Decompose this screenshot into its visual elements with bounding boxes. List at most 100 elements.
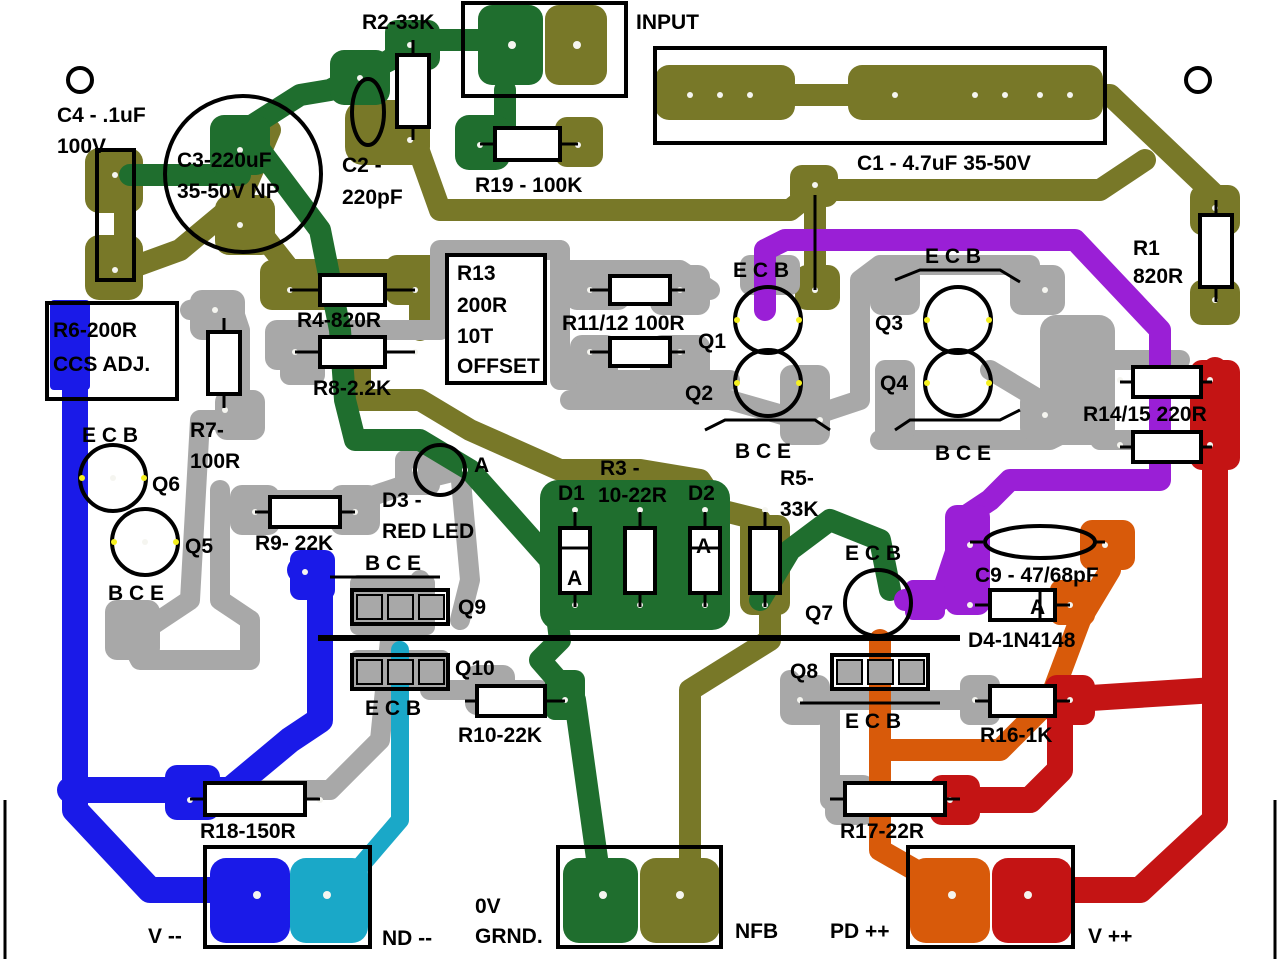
r19-resistor xyxy=(493,126,562,162)
label-r7-value: 100R xyxy=(190,450,240,473)
label-r6-value: R6-200R xyxy=(53,319,137,342)
label-d4-anode: A xyxy=(1030,596,1045,619)
label-r4: R4-820R xyxy=(297,309,381,332)
label-r19: R19 - 100K xyxy=(475,174,582,197)
label-r10: R10-22K xyxy=(458,724,542,747)
label-q9-pins: B C E xyxy=(365,552,421,575)
r16-resistor xyxy=(988,684,1057,718)
component-outlines xyxy=(45,1,1234,949)
label-q6: Q6 xyxy=(152,473,180,496)
label-q7: Q7 xyxy=(805,602,833,625)
lead-lines xyxy=(190,40,1218,801)
r17-resistor xyxy=(843,781,947,817)
pads-cyan xyxy=(290,858,368,943)
label-r17: R17-22R xyxy=(840,820,924,843)
r14-resistor xyxy=(1131,365,1203,399)
label-r18: R18-150R xyxy=(200,820,296,843)
label-q3-pins: E C B xyxy=(925,245,981,268)
label-q5-pins: B C E xyxy=(108,582,164,605)
label-q3: Q3 xyxy=(875,312,903,335)
label-q1: Q1 xyxy=(698,330,726,353)
label-c1: C1 - 4.7uF 35-50V xyxy=(857,152,1031,175)
r6-trimmer xyxy=(45,301,179,401)
label-d3-name: D3 - xyxy=(382,489,422,512)
label-r3-value: 10-22R xyxy=(598,484,667,507)
label-q2: Q2 xyxy=(685,382,713,405)
label-r9: R9- 22K xyxy=(255,532,333,555)
d3-led xyxy=(413,443,467,497)
r18-resistor xyxy=(203,781,307,817)
label-d1-anode: A xyxy=(567,567,582,590)
label-c9: C9 - 47/68pF xyxy=(975,564,1099,587)
label-r5-name: R5- xyxy=(780,467,814,490)
r1-resistor xyxy=(1198,213,1234,289)
q-pad-squares xyxy=(356,594,925,685)
label-q1-pins: E C B xyxy=(733,259,789,282)
r4-resistor xyxy=(318,273,387,307)
c1-capacitor xyxy=(653,46,1107,145)
label-r8: R8-2.2K xyxy=(313,377,391,400)
label-q10-pins: E C B xyxy=(365,697,421,720)
q9-transistor xyxy=(350,588,450,626)
label-r13-value: 200R xyxy=(457,294,507,317)
mounting-hole-left xyxy=(66,66,94,94)
label-d2: D2 xyxy=(688,482,715,505)
label-nfb: NFB xyxy=(735,920,778,943)
label-d3-anode: A xyxy=(474,454,489,477)
board-edge xyxy=(3,800,1277,959)
label-r5-value: 33K xyxy=(780,498,819,521)
label-r3-name: R3 - xyxy=(600,457,640,480)
c3-capacitor xyxy=(163,94,323,254)
label-d4: D4-1N4148 xyxy=(968,629,1076,652)
label-v-plus: V ++ xyxy=(1088,925,1132,948)
r15-resistor xyxy=(1131,430,1203,464)
label-grnd: GRND. xyxy=(475,925,543,948)
label-d3-type: RED LED xyxy=(382,520,474,543)
label-c2-value: 220pF xyxy=(342,186,403,209)
label-q7-pins: E C B xyxy=(845,542,901,565)
input-connector xyxy=(461,1,628,98)
c2-capacitor xyxy=(350,77,386,147)
label-c4-value: C4 - .1uF xyxy=(57,104,146,127)
connector-gnd-nfb xyxy=(556,845,723,949)
labels: R2-33K INPUT C4 - .1uF 100V C3-220uF 35-… xyxy=(53,11,1207,950)
label-q2-pins: B C E xyxy=(735,440,791,463)
r2-resistor xyxy=(395,53,431,129)
q10-transistor xyxy=(350,653,450,691)
label-d2-anode: A xyxy=(696,535,711,558)
label-input: INPUT xyxy=(636,11,699,34)
label-r2: R2-33K xyxy=(362,11,434,34)
pads-blue xyxy=(50,300,335,943)
label-q6-pins: E C B xyxy=(82,424,138,447)
label-r16: R16-1K xyxy=(980,724,1052,747)
r3-resistor xyxy=(623,526,657,595)
r12-resistor xyxy=(608,336,672,368)
label-0v: 0V xyxy=(475,895,501,918)
label-r13-function: OFFSET xyxy=(457,355,540,378)
connector-v-minus xyxy=(203,845,372,949)
label-v-minus: V -- xyxy=(148,925,182,948)
label-q8: Q8 xyxy=(790,660,818,683)
label-r13-turns: 10T xyxy=(457,325,493,348)
label-q4-pins: B C E xyxy=(935,442,991,465)
label-d1: D1 xyxy=(558,482,585,505)
transistor-pin-dots xyxy=(79,317,992,545)
label-c4-voltage: 100V xyxy=(57,135,106,158)
d4-diode xyxy=(988,588,1057,622)
label-r11-12: R11/12 100R xyxy=(562,312,685,335)
label-r14-15: R14/15 220R xyxy=(1083,403,1207,426)
label-pd-plus: PD ++ xyxy=(830,920,890,943)
label-r1-name: R1 xyxy=(1133,237,1160,260)
mounting-hole-right xyxy=(1184,66,1212,94)
label-q10: Q10 xyxy=(455,657,495,680)
label-q4: Q4 xyxy=(880,372,908,395)
connector-v-plus xyxy=(906,845,1075,949)
pads-purple xyxy=(905,505,990,620)
r7-resistor xyxy=(206,330,242,396)
label-r7-name: R7- xyxy=(190,419,224,442)
r9-resistor xyxy=(268,495,342,529)
label-q9: Q9 xyxy=(458,596,486,619)
label-c3-value: C3-220uF xyxy=(177,149,272,172)
label-c2-name: C2 - xyxy=(342,154,382,177)
